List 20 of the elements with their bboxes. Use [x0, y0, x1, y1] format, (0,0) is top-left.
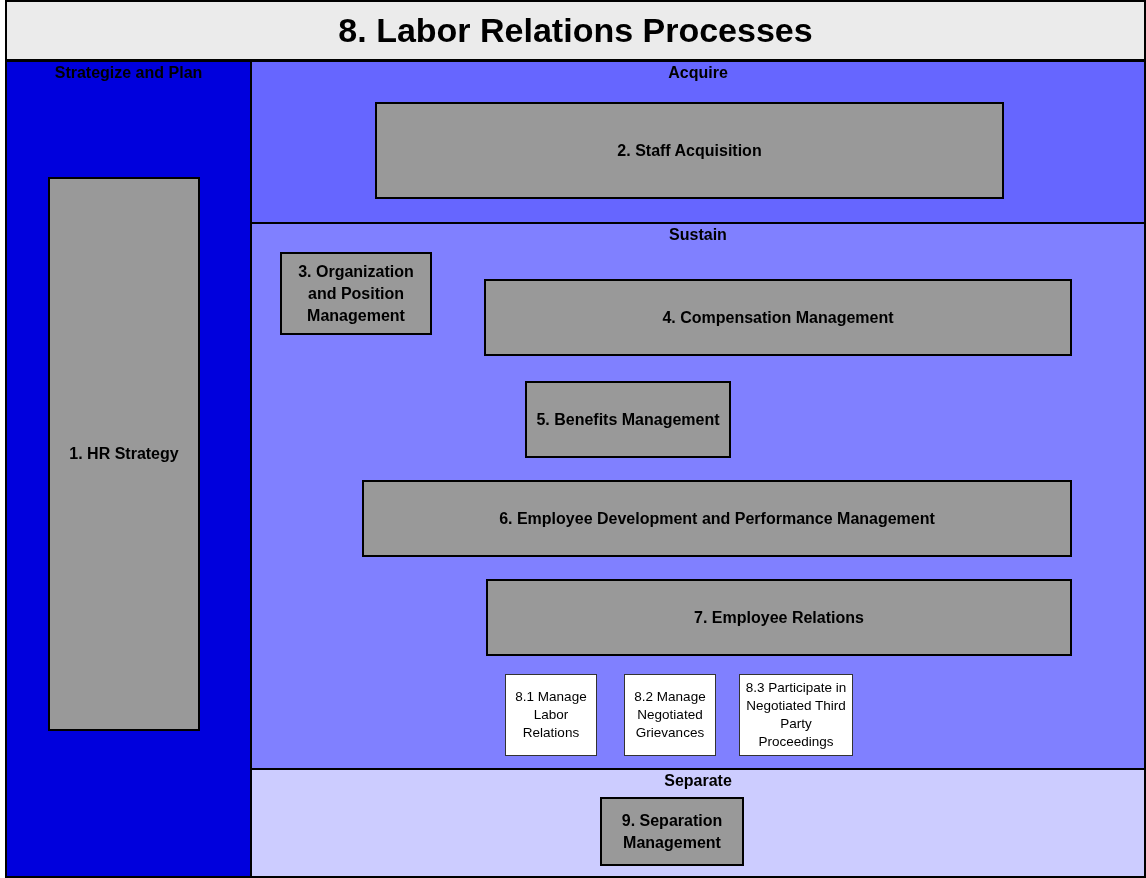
lane-heading: Acquire	[667, 64, 729, 82]
process-box: 6. Employee Development and Performance Management	[362, 480, 1072, 557]
process-box: 3. Organization and Position Management	[280, 252, 432, 335]
process-box: 9. Separation Management	[600, 797, 744, 866]
swimlane-band	[250, 60, 1146, 224]
lane-heading: Separate	[663, 772, 733, 790]
process-box: 1. HR Strategy	[48, 177, 200, 731]
process-box: 2. Staff Acquisition	[375, 102, 1004, 199]
swimlane-band	[250, 768, 1146, 878]
process-box: 7. Employee Relations	[486, 579, 1072, 656]
swimlane-band	[250, 222, 1146, 770]
process-box: 8.1 Manage Labor Relations	[505, 674, 597, 756]
process-box: 4. Compensation Management	[484, 279, 1072, 356]
title-banner: 8. Labor Relations Processes	[5, 0, 1146, 61]
lane-heading: Sustain	[668, 226, 728, 244]
lane-heading: Strategize and Plan	[53, 64, 204, 82]
process-box: 8.2 Manage Negotiated Grievances	[624, 674, 716, 756]
process-box: 8.3 Participate in Negotiated Third Party Proceedings	[739, 674, 853, 756]
process-box: 5. Benefits Management	[525, 381, 731, 458]
swimlane-band	[5, 60, 252, 878]
